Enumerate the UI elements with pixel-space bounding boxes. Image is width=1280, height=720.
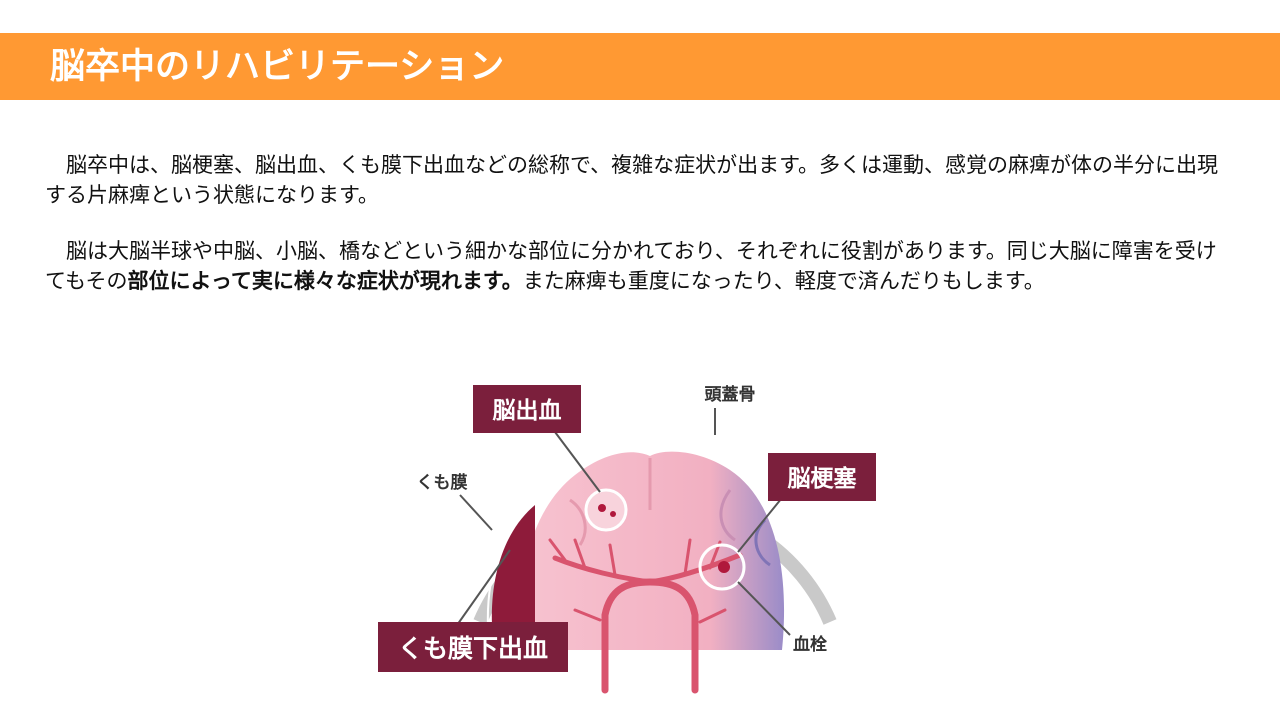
thrombus-dot — [718, 561, 730, 573]
slide-title: 脳卒中のリハビリテーション — [50, 47, 505, 87]
stroke-diagram: 脳出血 頭蓋骨 脳梗塞 くも膜 くも膜下出血 血栓 — [370, 360, 900, 700]
hemorrhage-circle — [584, 488, 628, 532]
title-bar: 脳卒中のリハビリテーション — [0, 33, 1280, 100]
stroke-diagram-svg: 脳出血 頭蓋骨 脳梗塞 くも膜 くも膜下出血 血栓 — [378, 385, 876, 694]
body-text: 脳卒中は、脳梗塞、脳出血、くも膜下出血などの総称で、複雑な症状が出ます。多くは運… — [45, 150, 1230, 296]
brain-fold — [719, 489, 736, 542]
subarachnoid-label-box — [378, 622, 568, 672]
brain-fold — [569, 498, 587, 546]
paragraph-1: 脳卒中は、脳梗塞、脳出血、くも膜下出血などの総称で、複雑な症状が出ます。多くは運… — [45, 153, 1219, 207]
hemorrhage-dot — [598, 504, 606, 512]
label-thrombus: 血栓 — [793, 634, 827, 655]
infarction-circle — [698, 543, 746, 591]
hemorrhage-dot — [610, 511, 616, 517]
brain-shape — [519, 451, 785, 650]
hemorrhage-label-box — [473, 385, 581, 433]
label-arachnoid: くも膜 — [417, 472, 468, 493]
arachnoid-membrane — [486, 499, 537, 629]
paragraph-2-emphasis: 部位によって実に様々な症状が現れます。 — [127, 269, 523, 293]
paragraph-2: 脳は大脳半球や中脳、小脳、橋などという細かな部位に分かれており、それぞれに役割が… — [45, 236, 1230, 296]
label-skull: 頭蓋骨 — [705, 385, 756, 405]
infarction-label-box — [768, 453, 876, 501]
paragraph-2-end: また麻痺も重度になったり、軽度で済んだりもします。 — [522, 269, 1045, 293]
label-infarction: 脳梗塞 — [788, 465, 857, 492]
label-subarachnoid: くも膜下出血 — [398, 634, 548, 663]
label-hemorrhage: 脳出血 — [493, 397, 562, 424]
subarachnoid-blood — [491, 505, 535, 625]
paragraph-2-start: 脳は大脳半球や中脳、小脳、橋などという細かな部位に分かれており、それぞれに役割が… — [45, 239, 1217, 293]
